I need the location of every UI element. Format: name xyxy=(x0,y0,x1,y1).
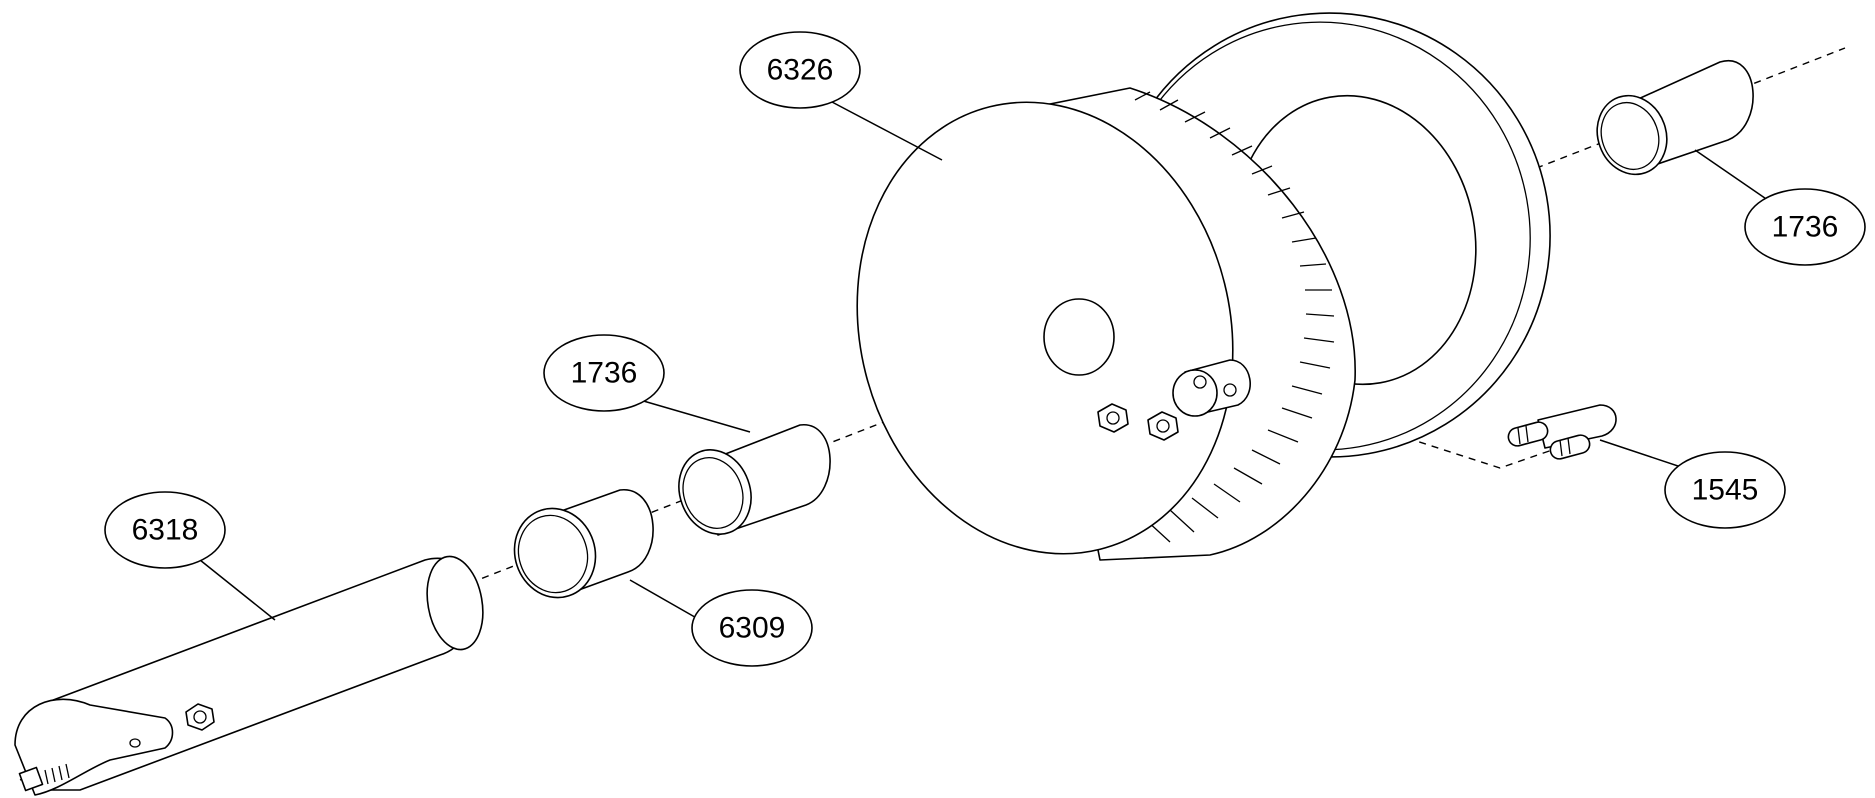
callout-label: 1545 xyxy=(1692,474,1759,507)
callout-label: 6309 xyxy=(719,612,786,645)
bushing-left-part xyxy=(678,424,831,536)
callout-label: 1736 xyxy=(571,357,638,390)
pin-part xyxy=(1507,404,1617,460)
drum-part xyxy=(856,12,1551,561)
callout-leaders xyxy=(199,101,1776,621)
callout-1736-right: 1736 xyxy=(1744,188,1866,266)
callout-label: 6326 xyxy=(767,54,834,87)
callout-6326: 6326 xyxy=(739,31,861,109)
callout-1736-left: 1736 xyxy=(543,334,665,412)
sleeve-part xyxy=(513,489,654,599)
bushing-right-part xyxy=(1596,59,1754,176)
drum-knurling xyxy=(1134,91,1335,543)
callout-6309: 6309 xyxy=(691,589,813,667)
callout-1545: 1545 xyxy=(1664,451,1786,529)
shaft-part xyxy=(14,555,484,796)
callout-label: 6318 xyxy=(132,514,199,547)
callout-label: 1736 xyxy=(1772,211,1839,244)
callout-6318: 6318 xyxy=(104,491,226,569)
